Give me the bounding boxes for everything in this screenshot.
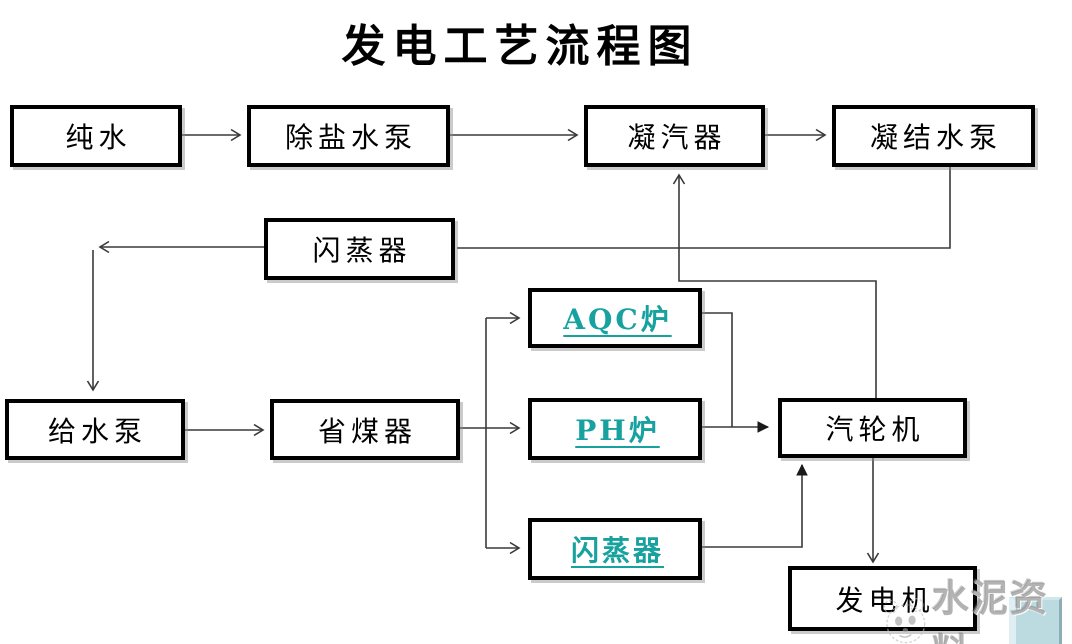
node-condensate-pump: 凝结水泵	[832, 105, 1035, 167]
node-condenser: 凝汽器	[584, 105, 765, 167]
node-label: 纯水	[65, 121, 132, 154]
node-flash-evaporator-bottom: 闪蒸器	[528, 518, 702, 580]
node-generator: 发电机	[788, 566, 977, 631]
node-label: 闪蒸器	[312, 234, 412, 267]
page-title: 发电工艺流程图	[341, 21, 699, 72]
node-flash-evaporator-top: 闪蒸器	[264, 218, 455, 280]
node-label: 省煤器	[317, 414, 417, 448]
node-label: 凝结水泵	[869, 121, 1002, 154]
node-pure-water: 纯水	[10, 105, 182, 167]
node-label: 给水泵	[47, 414, 147, 448]
node-label: 除盐水泵	[284, 121, 417, 154]
node-desalting-water-pump: 除盐水泵	[247, 105, 450, 167]
node-feedwater-pump: 给水泵	[5, 399, 185, 460]
node-ph-boiler: PH炉	[528, 398, 702, 460]
corner-slab-decoration	[1009, 597, 1062, 644]
node-label: 发电机	[835, 583, 935, 617]
aqc-boiler-link[interactable]: AQC炉	[563, 303, 672, 336]
flash-evaporator-link[interactable]: 闪蒸器	[570, 534, 664, 567]
node-label: 汽轮机	[825, 413, 925, 446]
node-economizer: 省煤器	[270, 399, 460, 460]
node-aqc-boiler: AQC炉	[528, 288, 702, 348]
node-steam-turbine: 汽轮机	[778, 398, 967, 458]
node-label: 凝汽器	[627, 121, 727, 154]
ph-boiler-link[interactable]: PH炉	[575, 414, 660, 447]
